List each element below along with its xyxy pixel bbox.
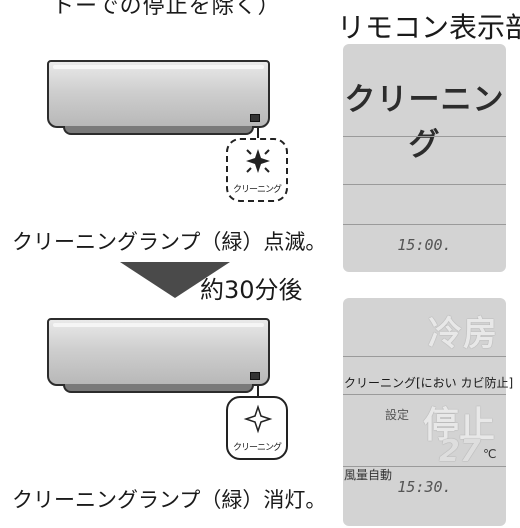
remote-display-before: クリーニング 15:00. (343, 44, 506, 272)
blinking-lamp-icon (246, 149, 270, 173)
temperature-value: 27 (439, 434, 481, 469)
lamp-off-icon (243, 404, 273, 434)
air-conditioner-unit (47, 60, 270, 135)
remote-display-title: リモコン表示部 (337, 11, 520, 44)
down-arrow-icon (120, 262, 230, 298)
mode-display: クリーニング (344, 82, 505, 163)
lamp-leader-line (257, 386, 259, 396)
display-divider (343, 224, 506, 225)
air-louver (63, 384, 254, 393)
lamp-leader-line (257, 128, 259, 138)
cleaning-lamp-callout: クリーニング (226, 138, 288, 202)
display-divider (343, 136, 506, 137)
remote-display-after: 冷房 クリーニング[におい カビ防止] 設定 停止 27 ℃ 風量自動 15:3… (343, 298, 513, 526)
display-divider (343, 466, 506, 467)
air-conditioner-unit (47, 318, 270, 393)
clock-display: 15:00. (397, 236, 452, 254)
lamp-label: クリーニング (232, 443, 282, 453)
clock-display: 15:30. (397, 478, 452, 496)
setting-label: 設定 (385, 408, 410, 422)
mode-display: 冷房 (428, 314, 498, 354)
instruction-header: トーでの停止を除く） (52, 0, 281, 19)
step1-caption: クリーニングランプ（緑）点滅。 (12, 230, 327, 254)
cleaning-lamp-indicator (250, 114, 260, 122)
cleaning-lamp-callout: クリーニング (226, 396, 288, 460)
display-divider (343, 184, 506, 185)
cleaning-status-label: クリーニング[におい カビ防止] (344, 376, 514, 390)
step2-caption: クリーニングランプ（緑）消灯。 (12, 488, 327, 512)
display-divider (343, 356, 506, 357)
temperature-unit: ℃ (483, 447, 497, 461)
fan-mode-label: 風量自動 (344, 468, 393, 482)
air-louver (63, 126, 254, 135)
lamp-label: クリーニング (232, 185, 282, 195)
display-divider (343, 394, 506, 395)
elapsed-time-label: 約30分後 (200, 276, 303, 304)
cleaning-lamp-indicator (250, 372, 260, 380)
setting-value: 停止 (423, 405, 496, 446)
